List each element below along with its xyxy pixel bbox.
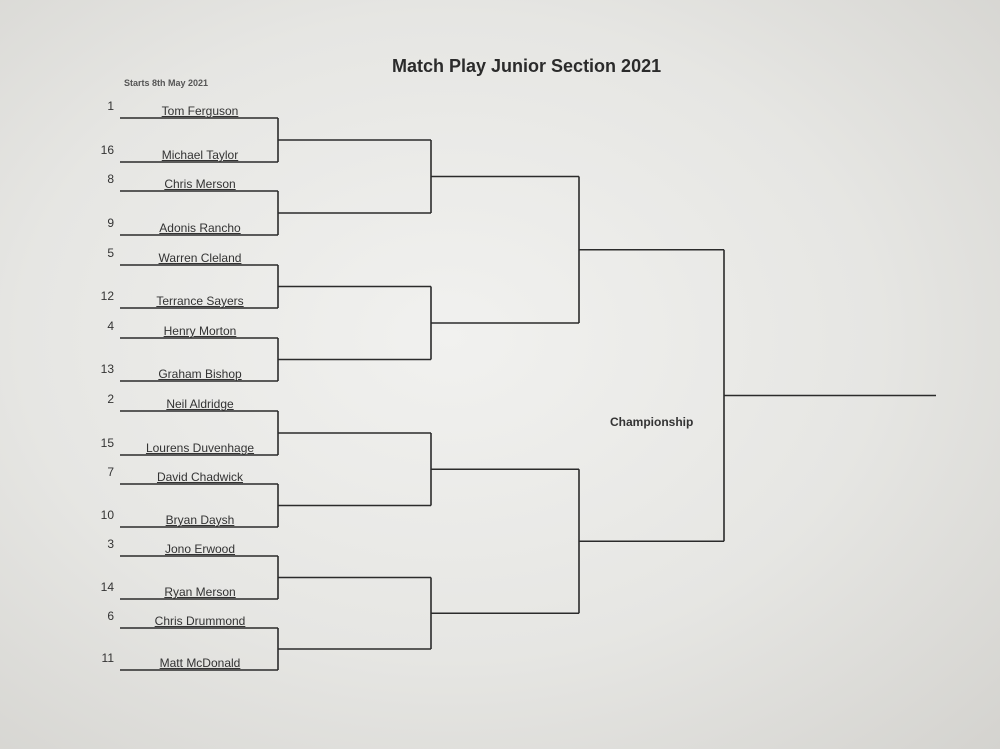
player-seed: 8	[107, 172, 114, 186]
championship-label: Championship	[610, 415, 694, 429]
player-seed: 10	[100, 508, 114, 522]
player-seed: 15	[100, 436, 114, 450]
player-name: Bryan Daysh	[165, 513, 235, 527]
player-name: David Chadwick	[156, 470, 244, 484]
player-seed: 9	[107, 216, 114, 230]
player-seed: 4	[107, 319, 114, 333]
player-seed: 2	[107, 392, 114, 406]
player-seed: 14	[100, 580, 114, 594]
player-name: Tom Ferguson	[161, 104, 239, 118]
player-name: Michael Taylor	[161, 148, 239, 162]
player-name: Lourens Duvenhage	[145, 441, 255, 455]
page-title: Match Play Junior Section 2021	[392, 56, 662, 76]
player-name: Ryan Merson	[164, 585, 236, 599]
player-seed: 1	[107, 99, 114, 113]
player-name: Jono Erwood	[164, 542, 236, 556]
player-name: Chris Drummond	[154, 614, 246, 628]
player-seed: 11	[101, 651, 114, 665]
player-name: Terrance Sayers	[156, 294, 244, 308]
player-seed: 16	[100, 143, 114, 157]
player-name: Graham Bishop	[158, 367, 242, 381]
player-name: Neil Aldridge	[166, 397, 234, 411]
player-seed: 7	[107, 465, 114, 479]
player-name: Henry Morton	[163, 324, 237, 338]
player-name: Matt McDonald	[159, 656, 241, 670]
player-name: Warren Cleland	[158, 251, 242, 265]
player-seed: 12	[100, 289, 114, 303]
player-name: Chris Merson	[164, 177, 236, 191]
player-seed: 13	[100, 362, 114, 376]
player-name: Adonis Rancho	[159, 221, 241, 235]
player-seed: 6	[107, 609, 114, 623]
player-seed: 5	[107, 246, 114, 260]
player-seed: 3	[107, 537, 114, 551]
start-date: Starts 8th May 2021	[124, 78, 209, 88]
